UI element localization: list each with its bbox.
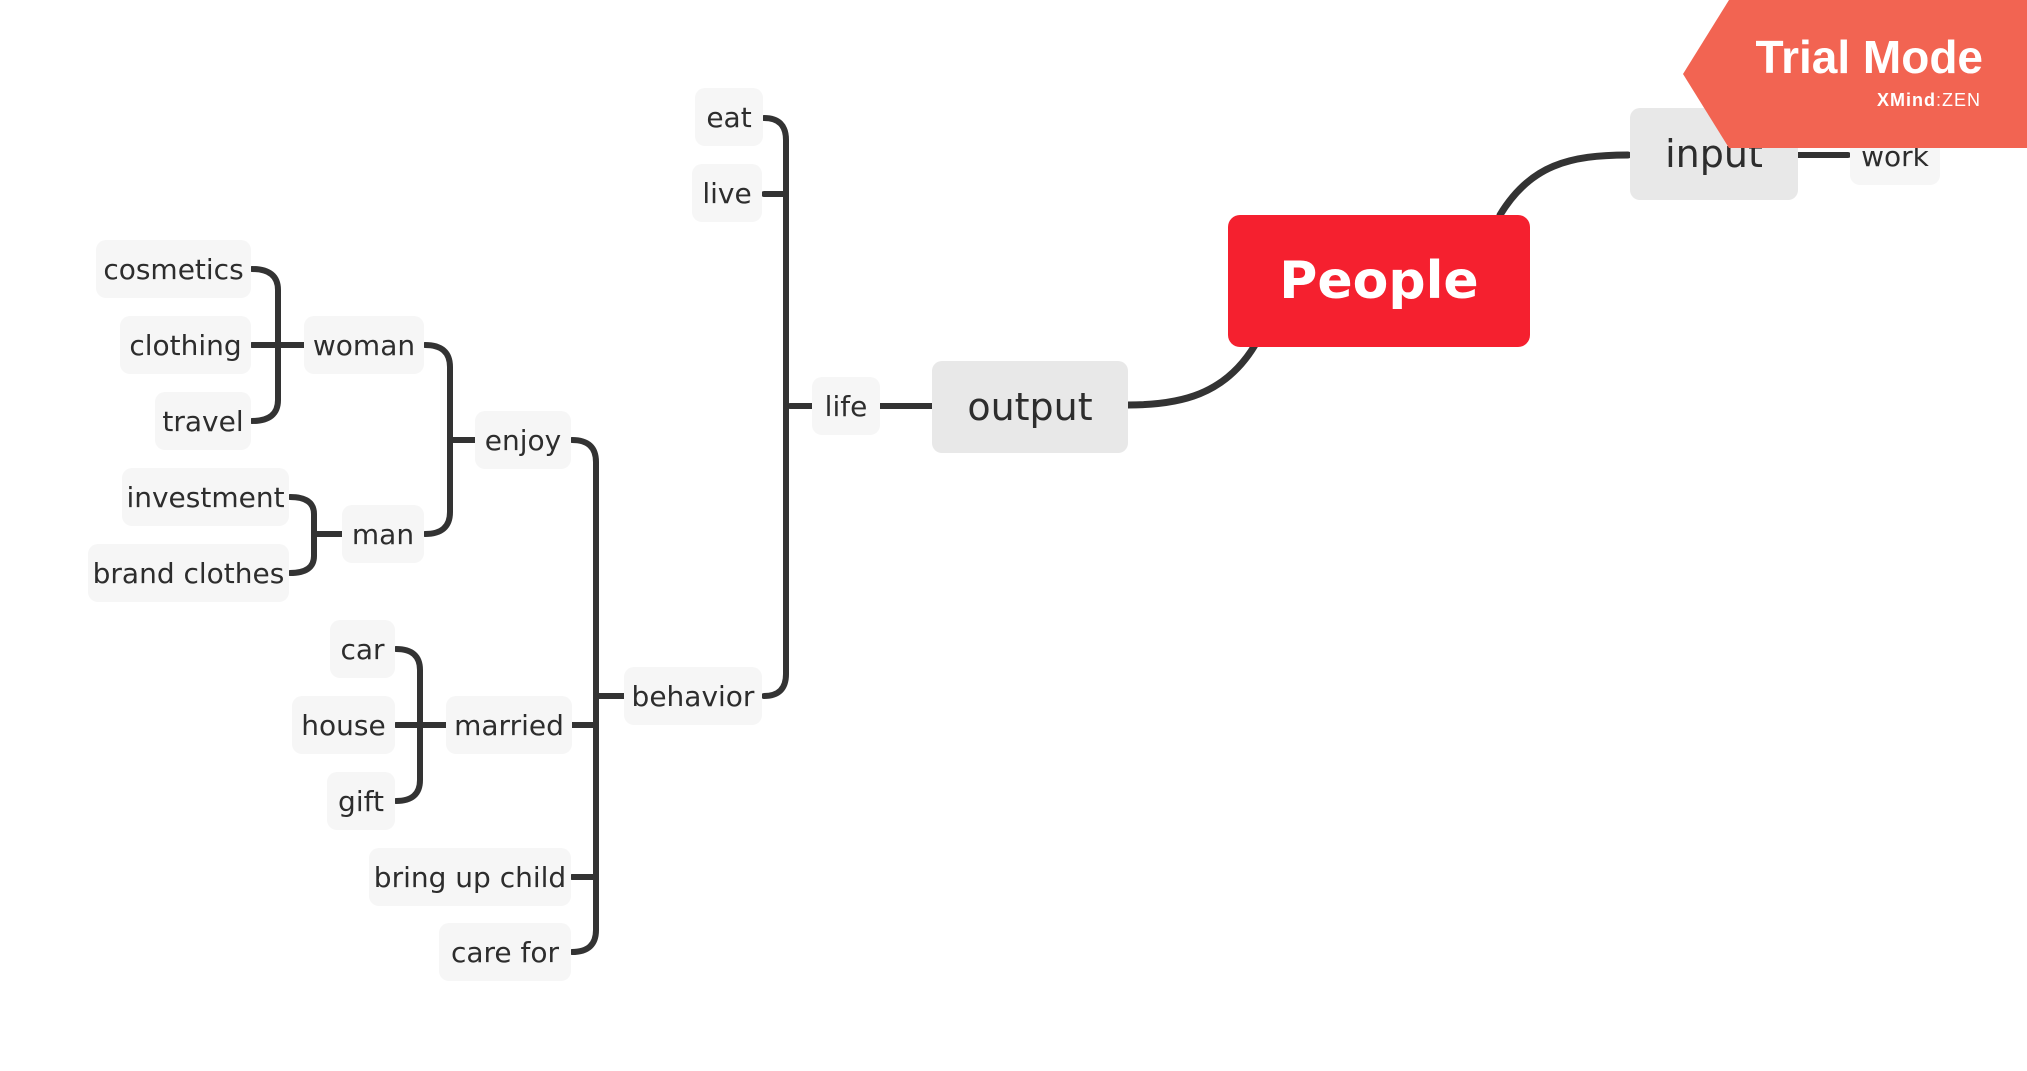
topic-bring-up-child-label: bring up child xyxy=(373,860,567,894)
topic-brand-clothes[interactable]: brand clothes xyxy=(88,544,289,602)
topic-car[interactable]: car xyxy=(330,620,395,678)
topic-man[interactable]: man xyxy=(342,505,424,563)
topic-cosmetics-label: cosmetics xyxy=(103,252,244,286)
topic-married-label: married xyxy=(454,708,564,742)
xmind-brand-text: XMind xyxy=(1876,90,1936,110)
topic-eat[interactable]: eat xyxy=(695,88,763,146)
trial-mode-watermark: Trial Mode XMind:ZEN xyxy=(1683,0,2027,148)
topic-gift[interactable]: gift xyxy=(327,772,395,830)
topic-bring-up-child[interactable]: bring up child xyxy=(369,848,571,906)
topic-output-label: output xyxy=(967,385,1093,429)
topic-care-for-label: care for xyxy=(450,935,560,969)
topic-enjoy[interactable]: enjoy xyxy=(475,411,571,469)
topic-live-label: live xyxy=(702,176,752,210)
topic-clothing-label: clothing xyxy=(129,328,242,362)
topic-woman-label: woman xyxy=(312,328,416,362)
topic-woman[interactable]: woman xyxy=(304,316,424,374)
trial-mode-banner-shape xyxy=(1683,0,2027,148)
topic-behavior-label: behavior xyxy=(631,679,755,713)
connector-enjoy-bracket xyxy=(422,342,478,537)
connector-root-input xyxy=(1496,151,1632,219)
topic-eat-label: eat xyxy=(706,100,752,134)
topic-car-label: car xyxy=(340,632,385,666)
connector-root-output xyxy=(1124,341,1259,409)
topic-house-label: house xyxy=(301,708,386,742)
xmind-zen-logo: XMind:ZEN xyxy=(1877,90,1981,111)
topic-clothing[interactable]: clothing xyxy=(120,316,251,374)
topic-cosmetics[interactable]: cosmetics xyxy=(96,240,251,298)
topic-travel[interactable]: travel xyxy=(155,392,251,450)
topic-investment-label: investment xyxy=(126,480,285,514)
zen-product-text: ZEN xyxy=(1942,90,1981,110)
topic-enjoy-label: enjoy xyxy=(484,423,562,457)
topic-travel-label: travel xyxy=(162,404,244,438)
brand-separator: : xyxy=(1935,90,1942,110)
topic-care-for[interactable]: care for xyxy=(439,923,571,981)
topic-life[interactable]: life xyxy=(812,377,880,435)
root-topic[interactable]: People xyxy=(1228,215,1530,347)
topic-house[interactable]: house xyxy=(292,696,395,754)
root-topic-label: People xyxy=(1279,251,1479,311)
connector-woman-bracket xyxy=(249,266,307,424)
trial-mode-title: Trial Mode xyxy=(1755,31,1983,83)
topic-behavior[interactable]: behavior xyxy=(624,667,762,725)
connector-man-bracket xyxy=(287,494,345,576)
topic-investment[interactable]: investment xyxy=(122,468,289,526)
topic-man-label: man xyxy=(351,517,415,551)
connector-behavior-bracket xyxy=(569,437,627,955)
topic-gift-label: gift xyxy=(338,784,384,818)
topic-output[interactable]: output xyxy=(932,361,1128,453)
topic-live[interactable]: live xyxy=(692,164,762,222)
topic-brand-clothes-label: brand clothes xyxy=(92,556,285,590)
topic-life-label: life xyxy=(824,389,868,423)
topic-married[interactable]: married xyxy=(446,696,572,754)
connector-married-bracket xyxy=(393,646,449,804)
